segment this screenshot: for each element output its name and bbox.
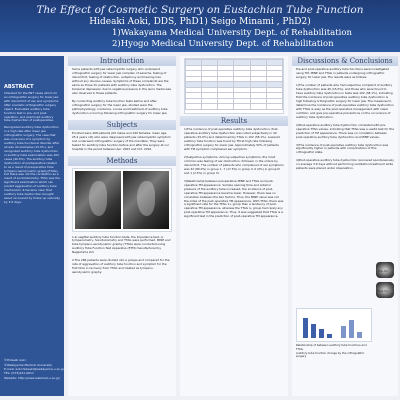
results-table — [184, 59, 284, 110]
intro-paragraph-1: Some patients with jaw osteomyelitic sur… — [72, 67, 172, 95]
discussion-paragraph-4: 3)The incidence of post-operative audito… — [296, 142, 389, 155]
abstract-title: ABSTRACT — [4, 84, 34, 90]
intro-paragraph-2: By conducting auditory tube function tes… — [72, 98, 168, 115]
poster-title: The Effect of Cosmetic Surgery on Eustac… — [36, 4, 364, 16]
ct-scan-pre-image — [376, 262, 394, 278]
affiliation-2: 2)Hyogo Medical University Dept. of Reha… — [112, 39, 334, 49]
bar-7 — [357, 332, 362, 338]
results-table-figure — [184, 58, 284, 114]
subjects-heading: Subjects — [68, 119, 176, 130]
xray-image-post — [123, 170, 169, 229]
methods-paragraph-2: 2.The 268 patients were divided into a g… — [72, 258, 170, 275]
discussion-column: Discussions & Conclusions Pre-and post-o… — [292, 56, 398, 396]
bar-2 — [311, 324, 316, 338]
figure-caption: Relationship of between auditory tube fu… — [296, 343, 367, 359]
poster-header: The Effect of Cosmetic Surgery on Eustac… — [0, 0, 400, 52]
xray-image-pre — [75, 170, 121, 229]
results-paragraph-1: 1)The incidence of post-operative audito… — [184, 127, 280, 151]
pre-op-label: Pre-Op — [378, 269, 388, 273]
results-column: Results 1)The incidence of post-operativ… — [180, 56, 288, 396]
poster-authors: Hideaki Aoki, DDS, PhD1) Seigo Minami , … — [89, 17, 311, 27]
post-op-label: Post-Op — [377, 289, 389, 293]
xray-figure — [72, 167, 172, 232]
results-heading: Results — [180, 116, 288, 126]
abstract-paragraph-1: Intended for the ENT cases which do an o… — [4, 91, 59, 123]
bar-6 — [349, 320, 354, 338]
bar-4 — [327, 334, 332, 338]
abstract-column: ABSTRACT Intended for the ENT cases whic… — [0, 56, 64, 396]
intro-heading: Introduction — [68, 56, 176, 66]
discussion-paragraph-1: Pre-and post-operative auditory tube fun… — [296, 67, 390, 79]
methods-heading: Methods — [68, 155, 176, 166]
results-paragraph-2: 2)Subjective symptoms: Among subjective … — [184, 154, 284, 175]
subjects-paragraph: Enrolled were 268 patients (69 males and… — [72, 130, 171, 151]
discussion-paragraph-5: 4)Post-operative auditory tube dysfuncti… — [296, 158, 394, 171]
affiliation-1: 1)Wakayama Medical University Dept. of R… — [112, 28, 352, 38]
intro-column: Introduction Some patients with jaw oste… — [68, 56, 176, 396]
discussion-heading: Discussions & Conclusions — [292, 56, 398, 66]
methods-paragraph-1: 1.In sagittal auditory tube function tes… — [72, 234, 171, 255]
ct-scan-post-image — [376, 282, 394, 298]
bar-figure — [296, 308, 372, 342]
contact-info: ©Hideaki Aoki ©Wakayama Medical Universi… — [4, 358, 64, 380]
bar-1 — [303, 318, 308, 338]
bar-3 — [319, 329, 324, 338]
bar-5 — [341, 326, 346, 338]
abstract-paragraph-2: Recognized auditory tube dysfunction in … — [4, 125, 61, 204]
discussion-paragraph-3: 2)Post-operative auditory tube dysfuncti… — [296, 122, 394, 139]
discussion-paragraph-2: 1)The number of patients who had subject… — [296, 82, 394, 119]
results-paragraph-3: 3)Relationship between preoperative MINE… — [184, 178, 284, 219]
